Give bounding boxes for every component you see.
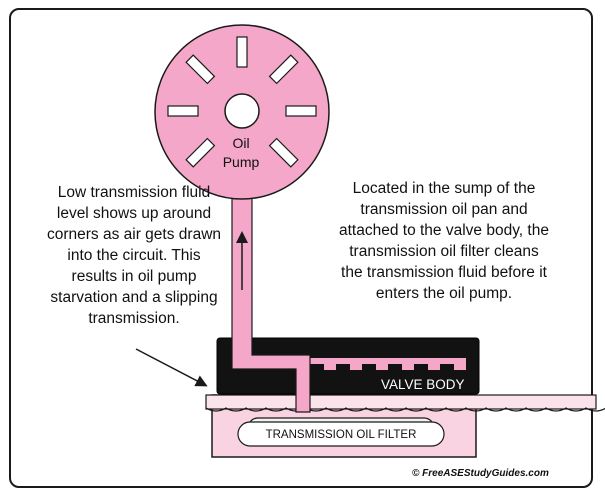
filter-element <box>237 421 445 447</box>
copyright-notice: © FreeASEStudyGuides.com <box>412 468 549 479</box>
pump-label-line1: Oil <box>232 135 249 151</box>
oil-pump: Oil Pump <box>154 24 330 200</box>
valve-body-passages <box>296 358 466 394</box>
note-line: results in oil pump <box>71 268 197 285</box>
pump-vane <box>185 137 216 168</box>
pump-vanes <box>167 36 317 168</box>
pump-vane <box>236 36 248 68</box>
note-line: transmission oil pan and <box>360 201 528 218</box>
oil-pan-flange <box>205 394 597 410</box>
diagram-frame <box>9 8 593 488</box>
note-line: Low transmission fluid <box>57 184 211 201</box>
valve-body-block <box>216 337 480 395</box>
note-line: transmission. <box>88 310 180 327</box>
valve-body-label: VALVE BODY <box>381 377 465 392</box>
note-line: Located in the sump of the <box>352 180 536 197</box>
pump-vane <box>268 137 299 168</box>
pump-vane <box>167 105 199 117</box>
filter-location-note: Located in the sump of the transmission … <box>305 178 583 304</box>
valve-body: VALVE BODY <box>216 337 480 395</box>
note-line: corners as air gets drawn <box>46 226 222 243</box>
note-line: enters the oil pump. <box>375 285 513 302</box>
note-line: level shows up around <box>56 205 212 222</box>
air-starvation-note: Low transmission fluid level shows up ar… <box>20 182 248 329</box>
diagonal-arrow-icon <box>135 348 208 387</box>
transmission-oil-filter: TRANSMISSION OIL FILTER <box>237 417 445 447</box>
note-line: starvation and a slipping <box>50 289 218 306</box>
note-line: into the circuit. This <box>67 247 201 264</box>
fluid-surface-waves <box>205 407 605 412</box>
fluid-pickup-tube <box>231 164 311 413</box>
note-line: the transmission fluid before it <box>341 264 547 281</box>
pump-hub <box>224 93 260 129</box>
pump-vane <box>185 54 216 85</box>
note-line: attached to the valve body, the <box>339 222 549 239</box>
pump-vane <box>285 105 317 117</box>
pump-vane <box>268 54 299 85</box>
pump-label-line2: Pump <box>223 154 260 170</box>
filter-label: TRANSMISSION OIL FILTER <box>266 429 417 441</box>
note-line: transmission oil filter cleans <box>349 243 539 260</box>
